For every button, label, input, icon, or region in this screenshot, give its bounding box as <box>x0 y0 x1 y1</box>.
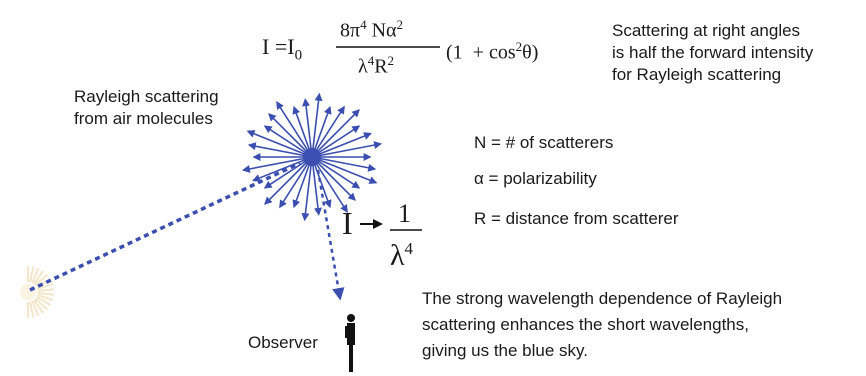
scatter-ray <box>276 101 313 158</box>
formula-num-exp2: 2 <box>396 17 404 32</box>
formula-den-r: R <box>374 55 388 78</box>
scatter-ray <box>263 125 313 158</box>
sun-ray <box>29 301 35 318</box>
rayleigh-label: Rayleigh scattering from air molecules <box>74 86 219 130</box>
proportional-intensity: I <box>342 205 353 241</box>
incoming-light-ray <box>29 161 301 292</box>
sun-ray <box>37 283 54 290</box>
definition-n: N = # of scatterers <box>474 133 614 152</box>
explanation-text: The strong wavelength dependence of Rayl… <box>422 286 782 364</box>
formula-den-exp2: 2 <box>387 53 395 68</box>
scatter-ray <box>311 156 361 189</box>
proportional-denominator: λ4 <box>390 232 413 273</box>
scatter-ray <box>246 130 313 158</box>
scatter-ray <box>264 156 313 205</box>
sun-icon <box>20 266 55 318</box>
formula: I =I0 <box>262 34 302 68</box>
formula-den-exp1: 4 <box>367 53 375 68</box>
observer-label: Observer <box>248 333 318 352</box>
molecule-core <box>303 148 321 166</box>
formula-numerator: 8π4 Nα2 <box>340 14 403 42</box>
scatter-ray <box>311 141 383 158</box>
scatter-ray <box>268 113 313 158</box>
formula-denominator: λ4R2 <box>358 50 394 78</box>
formula-angular-term: (1 + cos2θ) <box>446 34 538 66</box>
formula-intensity: I <box>262 34 270 59</box>
sun-ray <box>29 266 35 283</box>
formula-num-var: Nα <box>371 19 397 42</box>
sun-ray <box>37 292 55 296</box>
sun-ray <box>31 300 40 317</box>
right-angle-note: Scattering at right angles is half the f… <box>612 20 813 86</box>
sun-ray <box>31 267 40 284</box>
definition-r: R = distance from scatterer <box>474 209 679 228</box>
formula-num-exp1: 4 <box>360 17 367 32</box>
formula-i0: I <box>287 34 295 59</box>
scatter-ray <box>311 156 377 172</box>
scatter-ray <box>241 156 313 173</box>
person-icon <box>345 314 355 372</box>
scatter-ray <box>263 156 313 189</box>
formula-den-lambda: λ <box>358 55 368 78</box>
scatter-ray <box>247 142 313 158</box>
sun-ray <box>34 297 48 311</box>
note-line-2: is half the forward intensity <box>612 43 814 62</box>
scatter-ray <box>311 156 378 184</box>
formula-num-coeff: 8π <box>340 19 361 42</box>
scatter-ray <box>311 156 348 213</box>
explanation-line-3: giving us the blue sky. <box>422 341 588 360</box>
scatter-ray <box>252 156 313 182</box>
formula-paren-open: (1 + cos <box>446 41 516 64</box>
sun-ray <box>33 270 45 285</box>
scatter-ray <box>302 98 313 158</box>
definition-alpha: α = polarizability <box>474 169 597 188</box>
scattered-ray-to-observer <box>316 169 345 301</box>
scatter-ray <box>311 92 323 158</box>
rayleigh-label-line-1: Rayleigh scattering <box>74 87 219 106</box>
sun-ray <box>37 294 54 301</box>
scatter-ray <box>311 156 356 201</box>
scatter-ray <box>311 156 322 216</box>
note-line-3: for Rayleigh scattering <box>612 65 782 84</box>
sun-ray <box>37 288 55 292</box>
proportional-lambda: λ <box>390 239 405 272</box>
scatter-ray <box>279 156 313 209</box>
sun-ray <box>33 299 45 314</box>
formula-paren-exp: 2 <box>515 39 523 54</box>
sun-ray <box>36 296 52 306</box>
formula-paren-close: θ) <box>522 41 539 64</box>
formula-equals: = <box>274 34 288 59</box>
formula-i0-sub: 0 <box>294 47 303 64</box>
explanation-line-2: scattering enhances the short wavelength… <box>422 315 749 334</box>
scatter-ray <box>311 132 372 158</box>
note-line-1: Scattering at right angles <box>612 21 801 40</box>
sun-ray <box>34 273 48 287</box>
air-molecule-icon <box>241 92 383 222</box>
rayleigh-label-line-2: from air molecules <box>74 109 213 128</box>
scatter-ray <box>301 156 313 222</box>
scatter-ray <box>311 109 360 158</box>
proportional-numerator: 1 <box>398 199 411 228</box>
scatter-ray <box>311 125 361 158</box>
scatter-ray <box>311 105 345 158</box>
explanation-line-1: The strong wavelength dependence of Rayl… <box>422 289 783 308</box>
proportional-exp: 4 <box>404 239 414 258</box>
